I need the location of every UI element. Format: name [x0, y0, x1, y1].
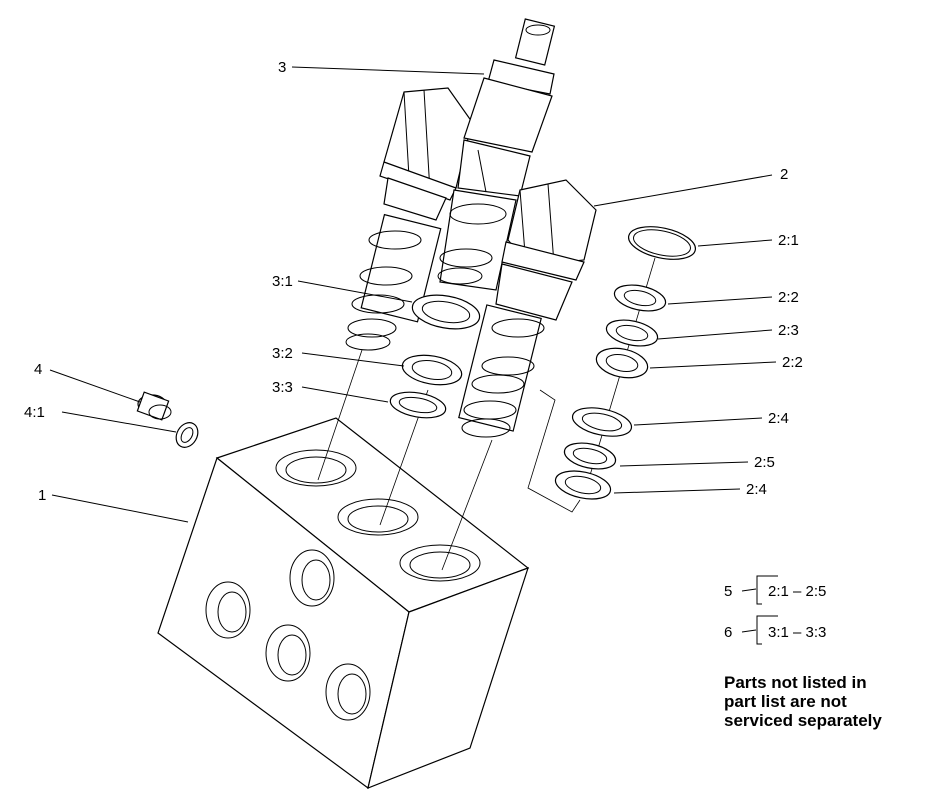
callout-2-2-lower: 2:2	[782, 354, 803, 371]
callout-4: 4	[34, 361, 42, 378]
kit-number-5: 5	[724, 583, 732, 600]
relief-valve	[437, 18, 556, 291]
callout-1: 1	[38, 487, 46, 504]
manifold-block	[157, 417, 530, 790]
service-note-line-2: part list are not	[724, 692, 847, 711]
callout-4-1: 4:1	[24, 404, 45, 421]
kit-brackets	[741, 575, 778, 645]
service-note-line-1: Parts not listed in	[724, 673, 867, 692]
plug-part-4	[136, 391, 199, 448]
callout-2: 2	[780, 166, 788, 183]
seal-rings-group-3	[389, 294, 481, 419]
service-note: Parts not listed in part list are not se…	[724, 673, 924, 730]
callout-3-3: 3:3	[272, 379, 293, 396]
callout-3-2: 3:2	[272, 345, 293, 362]
leader-lines	[49, 66, 777, 523]
callout-2-5: 2:5	[754, 454, 775, 471]
cartridge-valve-right	[458, 179, 597, 438]
callout-3: 3	[278, 59, 286, 76]
cartridge-valve-left	[345, 87, 473, 351]
service-note-line-3: serviced separately	[724, 711, 882, 730]
seal-rings-group-2	[554, 226, 697, 500]
callout-2-1: 2:1	[778, 232, 799, 249]
callout-2-4-lower: 2:4	[746, 481, 767, 498]
kit-number-6: 6	[724, 624, 732, 641]
kit-range-5: 2:1 – 2:5	[768, 583, 826, 600]
callout-2-2-upper: 2:2	[778, 289, 799, 306]
callout-2-3: 2:3	[778, 322, 799, 339]
kit-range-6: 3:1 – 3:3	[768, 624, 826, 641]
callout-3-1: 3:1	[272, 273, 293, 290]
callout-2-4-upper: 2:4	[768, 410, 789, 427]
